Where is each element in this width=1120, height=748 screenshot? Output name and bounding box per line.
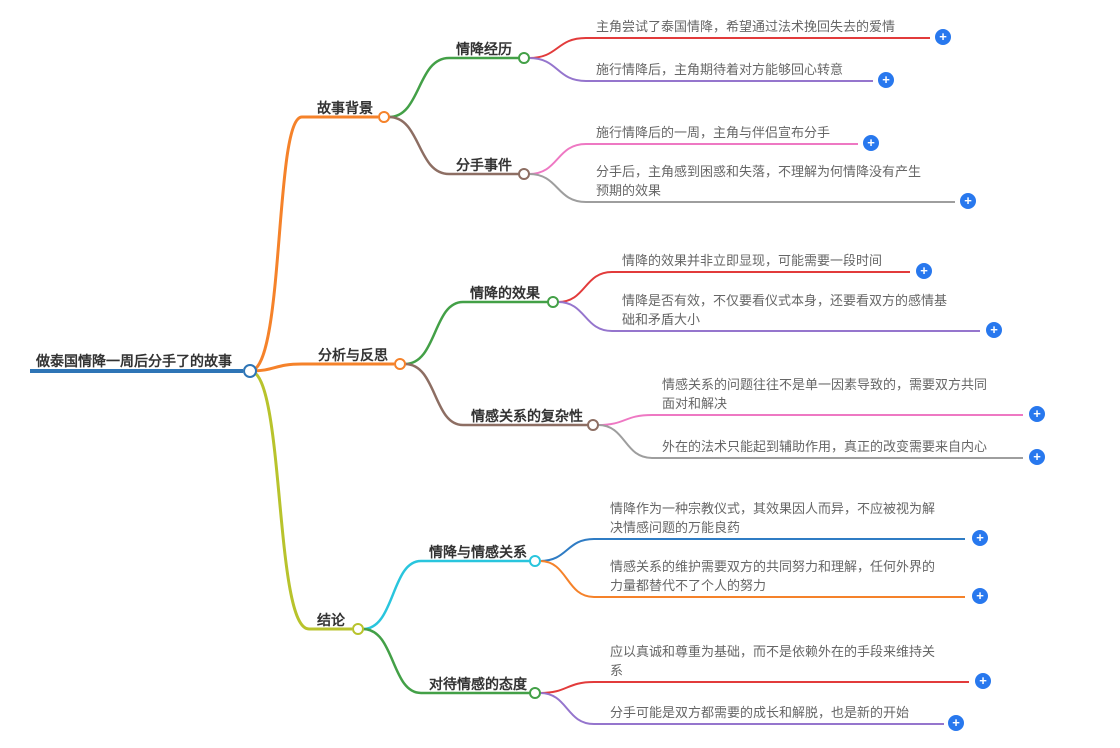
- leaf-line: [557, 301, 980, 332]
- add-node-button[interactable]: +: [1029, 406, 1045, 422]
- leaf-topic[interactable]: 情降是否有效，不仅要看仪式本身，还要看双方的感情基础和矛盾大小: [622, 293, 948, 327]
- leaf-topic[interactable]: 情感关系的问题往往不是单一因素导致的，需要双方共同面对和解决: [662, 377, 988, 411]
- collapse-dot[interactable]: [587, 419, 599, 431]
- topic-analysis-reflection[interactable]: 分析与反思: [318, 347, 388, 363]
- leaf-topic[interactable]: 分手可能是双方都需要的成长和解脱，也是新的开始: [610, 705, 910, 720]
- leaf-line: [539, 538, 965, 562]
- branch-line: [404, 362, 588, 427]
- leaf-topic[interactable]: 应以真诚和尊重为基础，而不是依赖外在的手段来维持关系: [610, 644, 936, 678]
- plus-icon: +: [1033, 449, 1041, 464]
- plus-icon: +: [976, 530, 984, 545]
- branch-line: [388, 56, 519, 119]
- collapse-dot[interactable]: [529, 687, 541, 699]
- leaf-line: [597, 414, 1023, 426]
- leaf-line: [597, 424, 1023, 459]
- branch-line: [388, 115, 519, 176]
- add-node-button[interactable]: +: [975, 673, 991, 689]
- add-node-button[interactable]: +: [972, 588, 988, 604]
- leaf-topic[interactable]: 情降的效果并非立即显现，可能需要一段时间: [622, 253, 883, 268]
- leaf-line: [557, 271, 910, 303]
- root-collapse-dot[interactable]: [243, 364, 257, 378]
- leaf-line: [539, 560, 965, 598]
- collapse-dot[interactable]: [352, 623, 364, 635]
- collapse-dot[interactable]: [518, 168, 530, 180]
- plus-icon: +: [976, 588, 984, 603]
- add-node-button[interactable]: +: [863, 135, 879, 151]
- plus-icon: +: [867, 135, 875, 150]
- leaf-topic[interactable]: 情感关系的维护需要双方的共同努力和理解，任何外界的力量都替代不了个人的努力: [610, 559, 936, 593]
- collapse-dot[interactable]: [529, 555, 541, 567]
- plus-icon: +: [1033, 406, 1041, 421]
- topic-attitude-towards-love[interactable]: 对待情感的态度: [429, 676, 527, 692]
- topic-love-spell-experience[interactable]: 情降经历: [456, 41, 512, 57]
- collapse-dot[interactable]: [547, 296, 559, 308]
- branch-line: [404, 300, 548, 366]
- plus-icon: +: [952, 715, 960, 730]
- branch-line: [249, 362, 394, 373]
- branch-line: [249, 369, 352, 631]
- add-node-button[interactable]: +: [916, 263, 932, 279]
- plus-icon: +: [920, 263, 928, 278]
- add-node-button[interactable]: +: [972, 530, 988, 546]
- add-node-button[interactable]: +: [935, 29, 951, 45]
- topic-relationship-complexity[interactable]: 情感关系的复杂性: [471, 408, 583, 424]
- plus-icon: +: [964, 193, 972, 208]
- collapse-dot[interactable]: [394, 358, 406, 370]
- leaf-topic[interactable]: 施行情降后的一周，主角与伴侣宣布分手: [596, 125, 831, 140]
- root-topic[interactable]: 做泰国情降一周后分手了的故事: [36, 353, 232, 369]
- leaf-line: [539, 692, 944, 725]
- topic-spell-and-relationship[interactable]: 情降与情感关系: [429, 544, 527, 560]
- leaf-line: [528, 37, 930, 59]
- plus-icon: +: [990, 322, 998, 337]
- branch-line: [362, 627, 530, 695]
- collapse-dot[interactable]: [518, 52, 530, 64]
- leaf-topic[interactable]: 分手后，主角感到困惑和失落，不理解为何情降没有产生预期的效果: [596, 164, 922, 198]
- topic-spell-effect[interactable]: 情降的效果: [470, 285, 540, 301]
- plus-icon: +: [882, 72, 890, 87]
- plus-icon: +: [979, 673, 987, 688]
- add-node-button[interactable]: +: [948, 715, 964, 731]
- branch-line: [362, 559, 530, 631]
- add-node-button[interactable]: +: [960, 193, 976, 209]
- plus-icon: +: [939, 29, 947, 44]
- leaf-topic[interactable]: 情降作为一种宗教仪式，其效果因人而异，不应被视为解决情感问题的万能良药: [610, 501, 936, 535]
- add-node-button[interactable]: +: [878, 72, 894, 88]
- leaf-line: [528, 57, 873, 82]
- leaf-topic[interactable]: 施行情降后，主角期待着对方能够回心转意: [596, 62, 844, 77]
- topic-story-background[interactable]: 故事背景: [317, 100, 373, 116]
- leaf-line: [539, 681, 969, 694]
- topic-conclusion[interactable]: 结论: [317, 612, 345, 628]
- add-node-button[interactable]: +: [986, 322, 1002, 338]
- leaf-topic[interactable]: 主角尝试了泰国情降，希望通过法术挽回失去的爱情: [596, 19, 896, 34]
- branch-line: [249, 115, 378, 373]
- leaf-line: [528, 173, 955, 203]
- topic-breakup-event[interactable]: 分手事件: [456, 157, 512, 173]
- collapse-dot[interactable]: [378, 111, 390, 123]
- add-node-button[interactable]: +: [1029, 449, 1045, 465]
- leaf-topic[interactable]: 外在的法术只能起到辅助作用，真正的改变需要来自内心: [662, 439, 988, 454]
- leaf-line: [528, 143, 858, 175]
